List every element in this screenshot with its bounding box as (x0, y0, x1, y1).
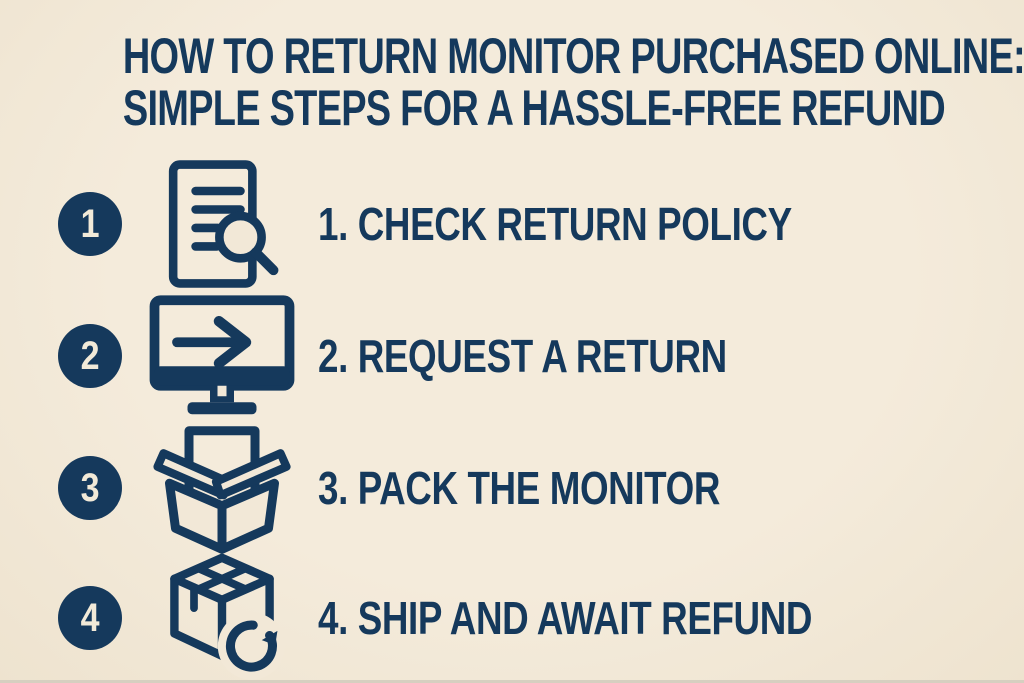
step-2-number: 2 (80, 333, 100, 378)
step-row-4: 4 4. SHIP AND AWAIT REFUND (0, 552, 1024, 683)
title-line-1: HOW TO RETURN MONITOR PURCHASED ONLINE: (122, 28, 1024, 84)
step-1-number: 1 (80, 201, 100, 246)
title-line-2: SIMPLE STEPS FOR A HASSLE-FREE REFUND (122, 80, 946, 136)
monitor-arrow-icon (144, 294, 300, 419)
step-4-number: 4 (80, 595, 100, 640)
step-2-label: 2. REQUEST A RETURN (318, 330, 727, 382)
step-4-badge: 4 (58, 586, 122, 650)
step-4-label: 4. SHIP AND AWAIT REFUND (318, 592, 813, 644)
step-1-label: 1. CHECK RETURN POLICY (318, 198, 792, 250)
step-1-badge: 1 (58, 192, 122, 256)
step-row-3: 3 3. PACK THE MONITOR (0, 422, 1024, 554)
box-refresh-icon (144, 552, 300, 683)
step-3-badge: 3 (58, 456, 122, 520)
page-title: HOW TO RETURN MONITOR PURCHASED ONLINE: … (0, 30, 1024, 134)
step-2-badge: 2 (58, 324, 122, 388)
step-3-number: 3 (80, 465, 100, 510)
step-row-1: 1 1. CHECK RETURN POLICY (0, 158, 1024, 290)
step-row-2: 2 2. REQUEST A RETURN (0, 290, 1024, 422)
step-3-label: 3. PACK THE MONITOR (318, 462, 720, 514)
open-box-icon (144, 423, 300, 554)
document-search-icon (144, 158, 300, 290)
